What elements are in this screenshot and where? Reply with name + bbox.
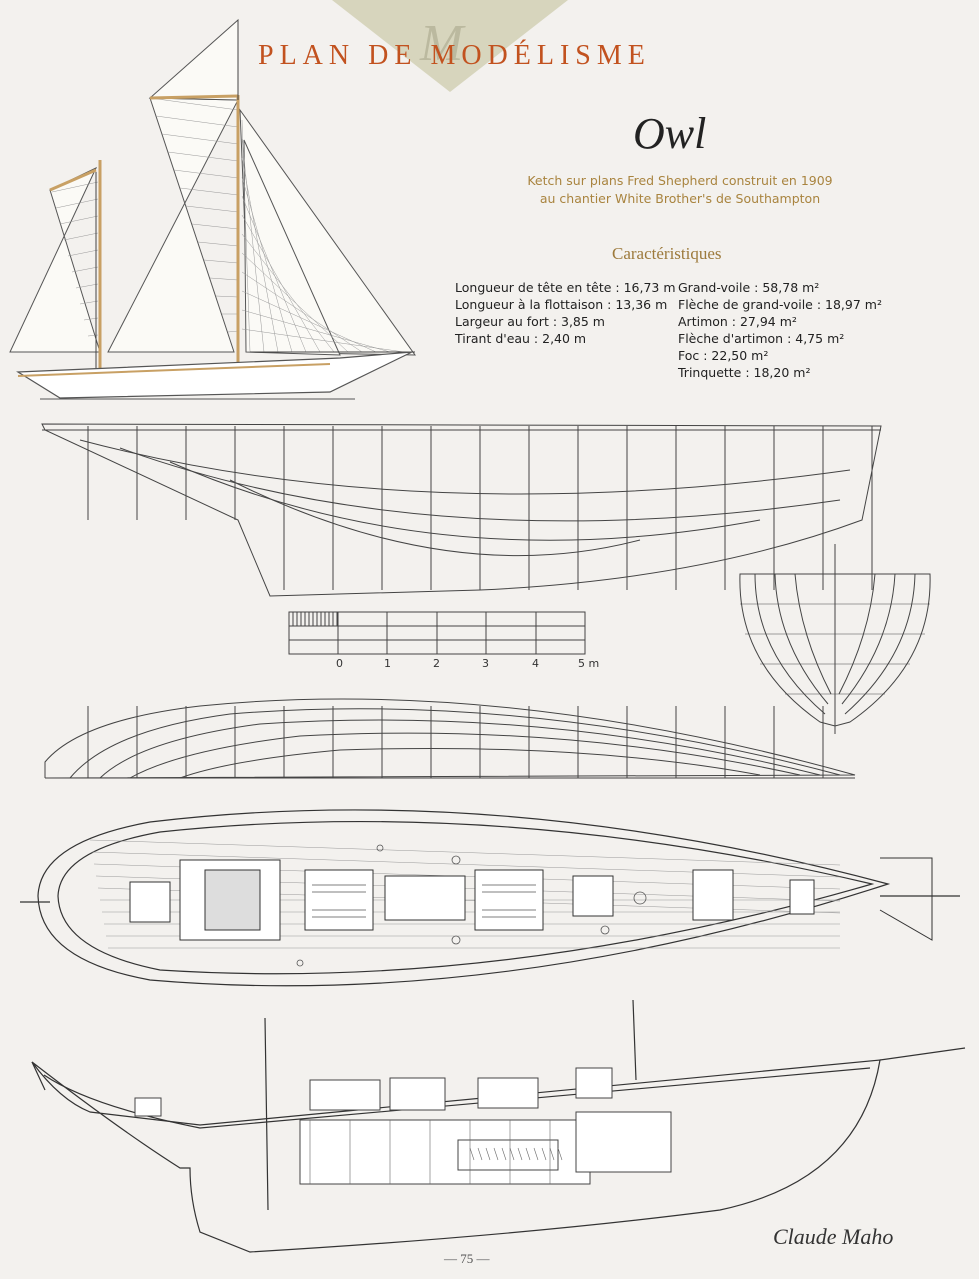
scale-label: 1 [384, 657, 391, 670]
scale-bar [288, 611, 586, 655]
page-number: — 75 — [444, 1251, 490, 1266]
boat-name: Owl [633, 109, 707, 158]
spec-item: Trinquette : 18,20 m² [678, 365, 811, 380]
spec-list-sails: Grand-voile : 58,78 m² Flèche de grand-v… [678, 279, 882, 381]
spec-item: Artimon : 27,94 m² [678, 314, 797, 329]
sail-plan-drawing [9, 18, 416, 400]
scale-label: 2 [433, 657, 440, 670]
spec-item: Grand-voile : 58,78 m² [678, 280, 820, 295]
scale-label: 5 m [578, 657, 600, 670]
spec-item: Foc : 22,50 m² [678, 348, 769, 363]
boat-subtitle: Ketch sur plans Fred Shepherd construit … [520, 172, 840, 208]
spec-item: Largeur au fort : 3,85 m [455, 314, 605, 329]
subtitle-line-2: au chantier White Brother's de Southampt… [539, 191, 821, 206]
designer-signature: Claude Maho [773, 1224, 894, 1249]
scale-label: 4 [532, 657, 539, 670]
spec-item: Tirant d'eau : 2,40 m [455, 331, 587, 346]
scale-label: 3 [482, 657, 489, 670]
subtitle-line-1: Ketch sur plans Fred Shepherd construit … [527, 173, 833, 188]
section-banner: PLAN DE MODÉLISME [258, 40, 651, 71]
spec-item: Longueur de tête en tête : 16,73 m [455, 280, 676, 295]
spec-list-dimensions: Longueur de tête en tête : 16,73 m Longu… [455, 279, 676, 347]
scale-label: 0 [336, 657, 343, 670]
spec-item: Flèche de grand-voile : 18,97 m² [678, 297, 882, 312]
spec-item: Longueur à la flottaison : 13,36 m [455, 297, 668, 312]
spec-item: Flèche d'artimon : 4,75 m² [678, 331, 845, 346]
body-plan-drawing [739, 544, 931, 734]
banner-triangle [332, 0, 568, 92]
characteristics-heading: Caractéristiques [612, 244, 722, 263]
banner-watermark-letter: M [420, 15, 464, 72]
